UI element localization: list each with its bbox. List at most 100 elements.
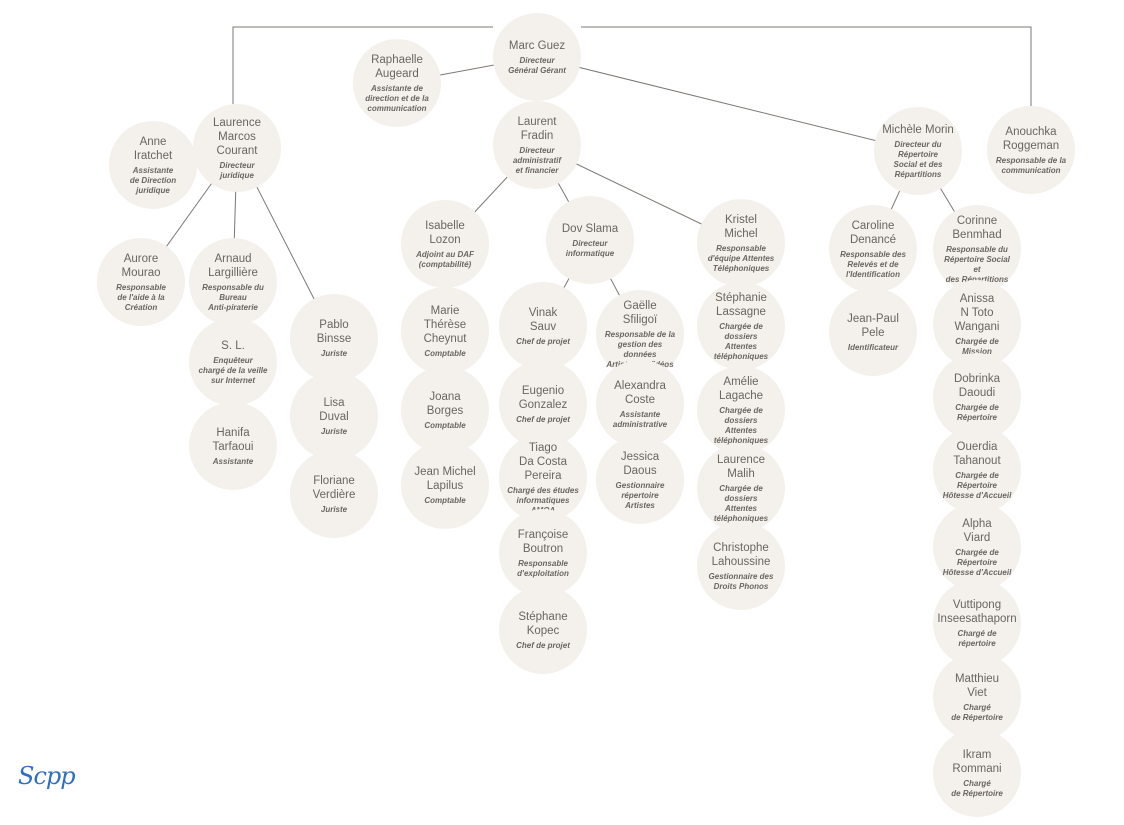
person-role: Chargée de dossiers Attentes téléphoniqu… [713,483,769,523]
person-name: Kristel Michel [724,213,758,240]
person-role: Assistante [212,456,254,466]
person-role: Chargée de Répertoire Hôtesse d'Accueil [942,547,1012,577]
person-role: Chargée de Répertoire Hôtesse d'Accueil [942,470,1012,500]
person-name: Vinak Sauv [528,306,558,333]
person-role: Chef de projet [516,336,570,346]
person-role: Assistante de direction et de la communi… [365,83,429,113]
person-name: Isabelle Lozon [425,219,465,246]
person-name: Alpha Viard [962,517,992,544]
person-role: Juriste [320,504,348,514]
person-name: Christophe Lahoussine [711,541,771,568]
person-name: Joana Borges [426,390,464,417]
person-role: Chargée de dossiers Attentes téléphoniqu… [713,321,769,361]
person-name: Jean-Paul Pele [847,312,899,339]
person-role: Gestionnaire répertoire Artistes [615,480,665,510]
person-role: Directeur Général Gérant [508,55,566,75]
person-role: Chargé de Répertoire [951,778,1003,798]
connector-marc-michele [536,56,919,152]
person-role: Chargée de Mission [955,336,999,356]
person-name: Marie Thérèse Cheynut [423,304,467,345]
person-role: Comptable [424,495,466,505]
person-name: Laurence Malih [717,453,765,480]
person-role: Assistante administrative [612,409,668,429]
person-name: Amélie Lagache [718,375,764,402]
person-name: Hanifa Tarfaoui [212,426,254,453]
person-role: Responsable du Bureau Anti-piraterie [202,282,264,312]
person-role: Chargée de Répertoire [955,402,999,422]
person-name: Ikram Rommani [952,748,1002,775]
person-name: Michèle Morin [882,123,954,136]
person-role: Responsable d'équipe Attentes Téléphoniq… [707,243,775,273]
person-name: Françoise Boutron [517,528,569,555]
person-name: Matthieu Viet [954,672,1000,699]
person-name: Aurore Mourao [121,252,161,279]
person-role: Comptable [424,348,466,358]
person-role: Responsable de l'aide à la Création [116,282,166,312]
person-role: Comptable [424,420,466,430]
person-name: Anissa N Toto Wangani [954,292,1000,333]
person-name: Dobrinka Daoudi [953,372,1001,399]
person-name: Laurence Marcos Courant [213,116,261,157]
person-name: Gaëlle Sfiligoï [622,299,658,326]
person-role: Gestionnaire des Droits Phonos [708,571,774,591]
person-name: Stéphanie Lassagne [715,291,767,318]
person-role: Directeur du Répertoire Social et des Ré… [893,139,943,179]
person-name: Dov Slama [561,222,619,235]
person-name: Pablo Binsse [316,318,352,345]
person-name: Anouchka Roggeman [1002,125,1060,152]
person-role: Chargé de Répertoire [951,702,1003,722]
person-name: Arnaud Largillière [208,252,258,279]
person-name: Ouerdia Tahanout [953,440,1001,467]
person-sl: S. L. Enquêteur chargé de la veille sur I… [189,318,277,406]
person-name: Jean Michel Lapilus [414,465,476,492]
person-name: Caroline Denancé [849,219,897,246]
person-name: Corinne Benmhad [952,214,1002,241]
person-role: Enquêteur chargé de la veille sur Intern… [198,355,268,385]
person-role: Chargé de répertoire [957,628,997,648]
person-role: Directeur juridique [219,160,255,180]
person-role: Responsable d'exploitation [517,558,569,578]
line-marc-laurence [232,26,493,104]
person-name: Marc Guez [508,39,566,52]
person-name: Anne Iratchet [133,135,173,162]
person-name: Eugenio Gonzalez [518,384,568,411]
person-name: S. L. [221,339,245,352]
person-role: Responsable de la communication [995,155,1067,175]
person-role: Juriste [320,348,348,358]
person-name: Stéphane Kopec [518,610,568,637]
